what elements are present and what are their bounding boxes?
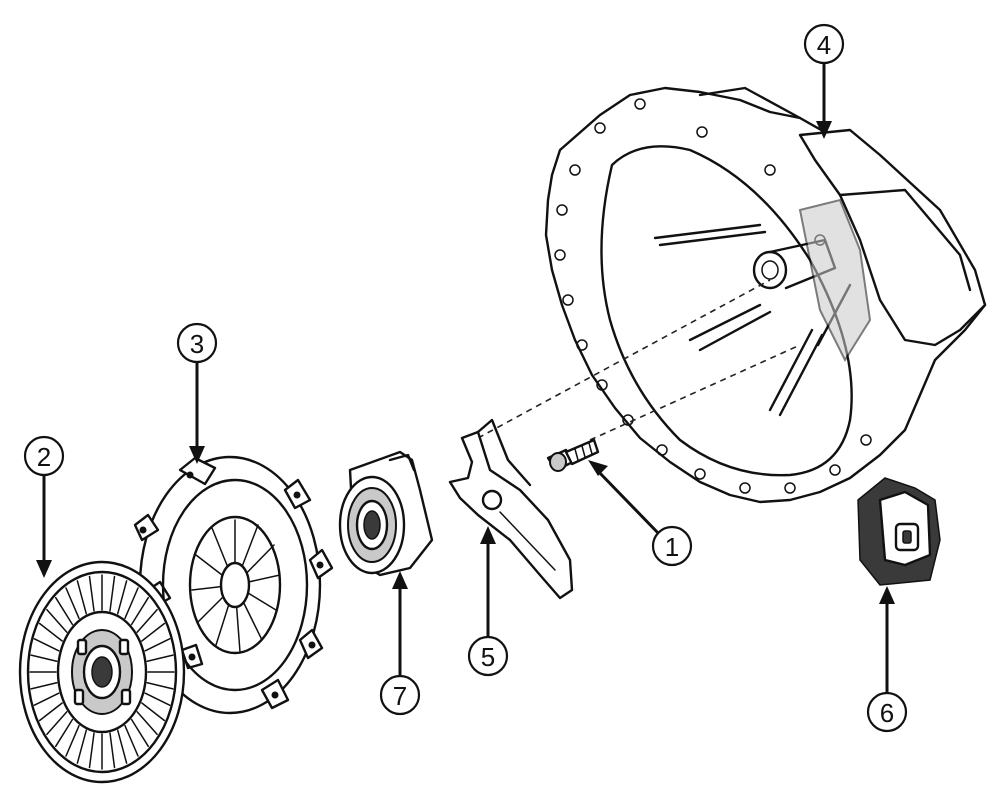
disc-lining-groove (136, 711, 158, 736)
disc-lining-groove (144, 692, 171, 706)
callout-label-2: 2 (37, 442, 51, 472)
callout-5: 5 (467, 526, 509, 677)
disc-lining-groove (88, 575, 95, 612)
clutch-housing (544, 86, 987, 504)
callout-label-7: 7 (393, 681, 407, 711)
disc-lining-groove (54, 596, 74, 626)
disc-lining-groove (38, 702, 63, 722)
disc-lining-groove (88, 732, 95, 769)
disc-lining-groove (46, 711, 68, 736)
disc-lining-groove (130, 596, 150, 626)
clutch-disc (18, 560, 186, 784)
pressure-plate (133, 455, 334, 715)
disc-lining-groove (33, 692, 60, 706)
disc-lining-groove (124, 587, 139, 620)
arrow-head-icon (816, 121, 832, 139)
arrow-head-icon (588, 460, 608, 476)
disc-lining-groove (76, 580, 88, 615)
release-fork (448, 418, 574, 600)
disc-lining-groove (116, 729, 128, 764)
disc-lining-groove (141, 622, 166, 642)
pivot-bolt (546, 438, 600, 472)
disc-lining-groove (65, 724, 80, 757)
disc-lining-groove (130, 718, 150, 748)
disc-lining-groove (38, 622, 63, 642)
callout-label-6: 6 (880, 698, 894, 728)
arrow-head-icon (36, 560, 52, 578)
disc-lining-groove (109, 732, 116, 769)
disc-lining-groove (146, 682, 174, 690)
callout-label-4: 4 (817, 30, 831, 60)
disc-lining-groove (124, 724, 139, 757)
callout-label-5: 5 (481, 642, 495, 672)
callout-label-3: 3 (190, 329, 204, 359)
callout-6: 6 (866, 586, 908, 733)
arrow-head-icon (392, 571, 408, 589)
disc-lining-groove (146, 654, 174, 662)
callout-group: 1 2 3 4 5 (23, 23, 908, 733)
arrow-head-icon (879, 586, 895, 604)
disc-lining-groove (116, 580, 128, 615)
disc-lining-groove (46, 608, 68, 633)
disc-lining-groove (141, 702, 166, 722)
callout-2: 2 (23, 435, 65, 578)
disc-lining-groove (65, 587, 80, 620)
disc-lining-groove (109, 575, 116, 612)
dust-boot (857, 477, 941, 586)
callout-7: 7 (379, 571, 421, 716)
disc-lining-groove (76, 729, 88, 764)
assembly-line (589, 344, 801, 441)
arrow-head-icon (189, 446, 205, 464)
disc-lining-groove (144, 638, 171, 652)
disc-lining-groove (136, 608, 158, 633)
disc-lining-groove (54, 718, 74, 748)
callout-1: 1 (588, 460, 693, 567)
release-bearing (338, 450, 434, 577)
assembly-line (477, 279, 771, 439)
arrow-head-icon (480, 526, 496, 544)
disc-lining-groove (30, 654, 58, 662)
callout-3: 3 (176, 322, 218, 464)
disc-lining-groove (33, 638, 60, 652)
callout-label-1: 1 (665, 532, 679, 562)
disc-lining-groove (30, 682, 58, 690)
callout-4: 4 (803, 23, 845, 139)
